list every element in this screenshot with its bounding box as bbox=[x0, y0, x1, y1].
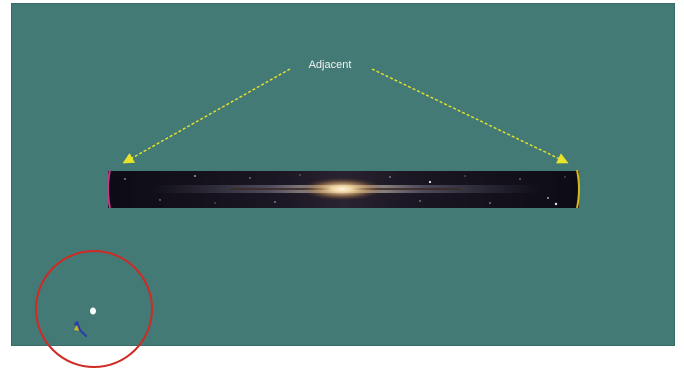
arrow-right bbox=[371, 68, 569, 164]
adjacent-label: Adjacent bbox=[308, 59, 352, 71]
strip-left-edge bbox=[107, 169, 111, 209]
galaxy-bulge bbox=[300, 177, 384, 201]
strip-right-edge bbox=[576, 169, 580, 209]
arrow-left bbox=[122, 68, 291, 164]
star-field bbox=[124, 174, 566, 206]
white-marker-dot bbox=[90, 307, 96, 315]
galaxy-strip bbox=[107, 169, 580, 209]
small-figure-icon bbox=[74, 320, 88, 338]
red-circle bbox=[35, 250, 153, 368]
